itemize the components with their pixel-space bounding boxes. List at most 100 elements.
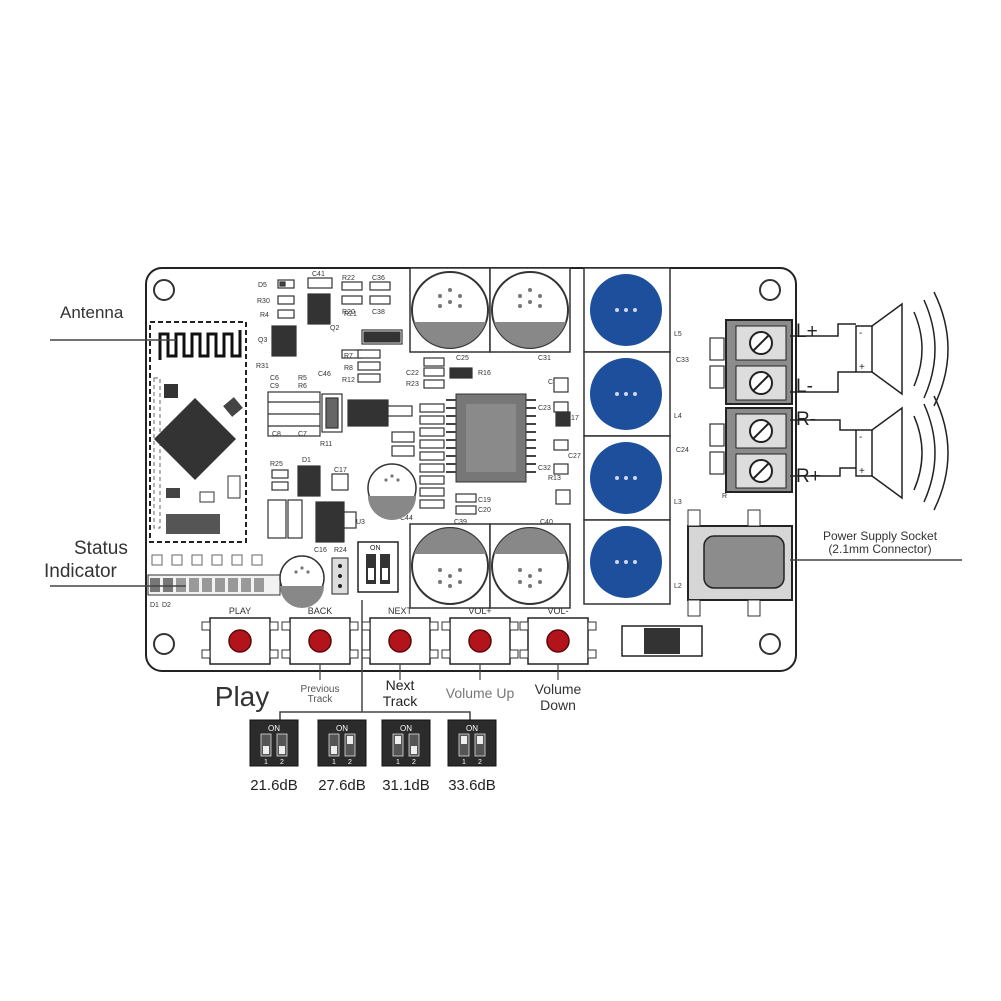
svg-text:R5: R5 bbox=[298, 375, 307, 382]
svg-text:2: 2 bbox=[412, 759, 416, 766]
capacitor-c25 bbox=[409, 267, 491, 353]
mounting-hole-bl bbox=[153, 633, 175, 655]
svg-text:C19: C19 bbox=[478, 497, 491, 504]
svg-text:C16: C16 bbox=[314, 547, 327, 554]
electrolytic-capacitors bbox=[279, 267, 571, 609]
inductor-l3 bbox=[583, 435, 671, 521]
svg-text:R30: R30 bbox=[257, 298, 270, 305]
capacitor-c44 bbox=[367, 463, 417, 520]
button-function-label: Previous bbox=[301, 684, 340, 695]
gain-switch-1: ON 1 2 21.6dB bbox=[249, 719, 299, 794]
button-function-label: Next bbox=[386, 677, 415, 693]
button-cap[interactable] bbox=[546, 629, 570, 653]
svg-text:1: 1 bbox=[462, 759, 466, 766]
button-silk-label: VOL- bbox=[547, 606, 568, 616]
button-function-label: Down bbox=[540, 697, 576, 713]
svg-text:C46: C46 bbox=[318, 371, 331, 378]
svg-text:Q3: Q3 bbox=[258, 337, 267, 344]
bluetooth-module bbox=[149, 321, 247, 543]
svg-text:1: 1 bbox=[332, 759, 336, 766]
svg-text:R24: R24 bbox=[334, 547, 347, 554]
button-cap[interactable] bbox=[228, 629, 252, 653]
smd-components bbox=[267, 277, 415, 543]
svg-text:ON: ON bbox=[370, 545, 381, 552]
capacitor-c39 bbox=[409, 523, 491, 609]
button-cap[interactable] bbox=[308, 629, 332, 653]
terminal-label-l-minus: L- bbox=[796, 376, 813, 397]
svg-text:R16: R16 bbox=[478, 370, 491, 377]
svg-text:ON: ON bbox=[466, 724, 478, 733]
antenna-label: Antenna bbox=[60, 303, 124, 322]
svg-text:2: 2 bbox=[348, 759, 352, 766]
button-function-label: Volume Up bbox=[446, 685, 515, 701]
smd-fuse bbox=[621, 625, 703, 657]
svg-text:2: 2 bbox=[280, 759, 284, 766]
svg-text:C32: C32 bbox=[538, 465, 551, 472]
svg-text:ON: ON bbox=[400, 724, 412, 733]
speaker-left-minus: - bbox=[859, 328, 862, 339]
svg-text:L2: L2 bbox=[674, 583, 682, 590]
svg-text:R21: R21 bbox=[344, 311, 357, 318]
gain-value-label: 33.6dB bbox=[448, 777, 496, 794]
amplifier-ic bbox=[446, 393, 536, 483]
svg-text:C6: C6 bbox=[270, 375, 279, 382]
svg-text:1: 1 bbox=[396, 759, 400, 766]
mounting-hole-br bbox=[759, 633, 781, 655]
svg-text:R12: R12 bbox=[342, 377, 355, 384]
svg-text:R22: R22 bbox=[342, 275, 355, 282]
gain-value-label: 27.6dB bbox=[318, 777, 366, 794]
mounting-hole-tl bbox=[153, 279, 175, 301]
led-label-d2: D2 bbox=[162, 602, 171, 609]
svg-text:ON: ON bbox=[268, 724, 280, 733]
mounting-hole-tr bbox=[759, 279, 781, 301]
board-dip-switch: ON bbox=[331, 541, 399, 595]
svg-text:C17: C17 bbox=[334, 467, 347, 474]
capacitor-c16 bbox=[279, 555, 325, 608]
svg-text:L5: L5 bbox=[674, 331, 682, 338]
button-silk-label: VOL+ bbox=[468, 606, 491, 616]
status-indicator-label-1: Status bbox=[74, 538, 128, 559]
button-silk-label: BACK bbox=[308, 606, 333, 616]
svg-text:C20: C20 bbox=[478, 507, 491, 514]
dc-power-jack bbox=[687, 509, 793, 617]
svg-text:C41: C41 bbox=[312, 271, 325, 278]
svg-text:C36: C36 bbox=[372, 275, 385, 282]
svg-text:1: 1 bbox=[264, 759, 268, 766]
svg-text:C31: C31 bbox=[538, 355, 551, 362]
button-next[interactable]: NEXT bbox=[361, 606, 439, 665]
capacitor-c31 bbox=[489, 267, 571, 353]
terminal-label-l-plus: L+ bbox=[796, 321, 818, 342]
button-function-label: Track bbox=[383, 693, 418, 709]
svg-text:R4: R4 bbox=[260, 312, 269, 319]
svg-text:C39: C39 bbox=[454, 519, 467, 526]
gain-value-label: 31.1dB bbox=[382, 777, 430, 794]
button-vol[interactable]: VOL- bbox=[519, 606, 597, 665]
speaker-right-minus: - bbox=[859, 432, 862, 443]
svg-text:C7: C7 bbox=[298, 431, 307, 438]
speaker-right-icon bbox=[790, 395, 949, 511]
button-play[interactable]: PLAY bbox=[201, 606, 279, 665]
svg-text:C8: C8 bbox=[272, 431, 281, 438]
svg-text:R8: R8 bbox=[344, 365, 353, 372]
svg-text:C24: C24 bbox=[676, 447, 689, 454]
svg-text:C25: C25 bbox=[456, 355, 469, 362]
capacitor-c40 bbox=[489, 523, 571, 609]
button-cap[interactable] bbox=[388, 629, 412, 653]
gain-value-label: 21.6dB bbox=[250, 777, 298, 794]
power-supply-label-2: (2.1mm Connector) bbox=[828, 542, 931, 556]
button-cap[interactable] bbox=[468, 629, 492, 653]
svg-text:R7: R7 bbox=[344, 353, 353, 360]
right-screw-terminal bbox=[725, 407, 793, 493]
svg-text:C33: C33 bbox=[676, 357, 689, 364]
svg-text:D1: D1 bbox=[302, 457, 311, 464]
button-back[interactable]: BACK bbox=[281, 606, 359, 665]
inductor-l2 bbox=[583, 519, 671, 605]
button-silk-label: NEXT bbox=[388, 606, 413, 616]
svg-text:L4: L4 bbox=[674, 413, 682, 420]
svg-text:R6: R6 bbox=[298, 383, 307, 390]
